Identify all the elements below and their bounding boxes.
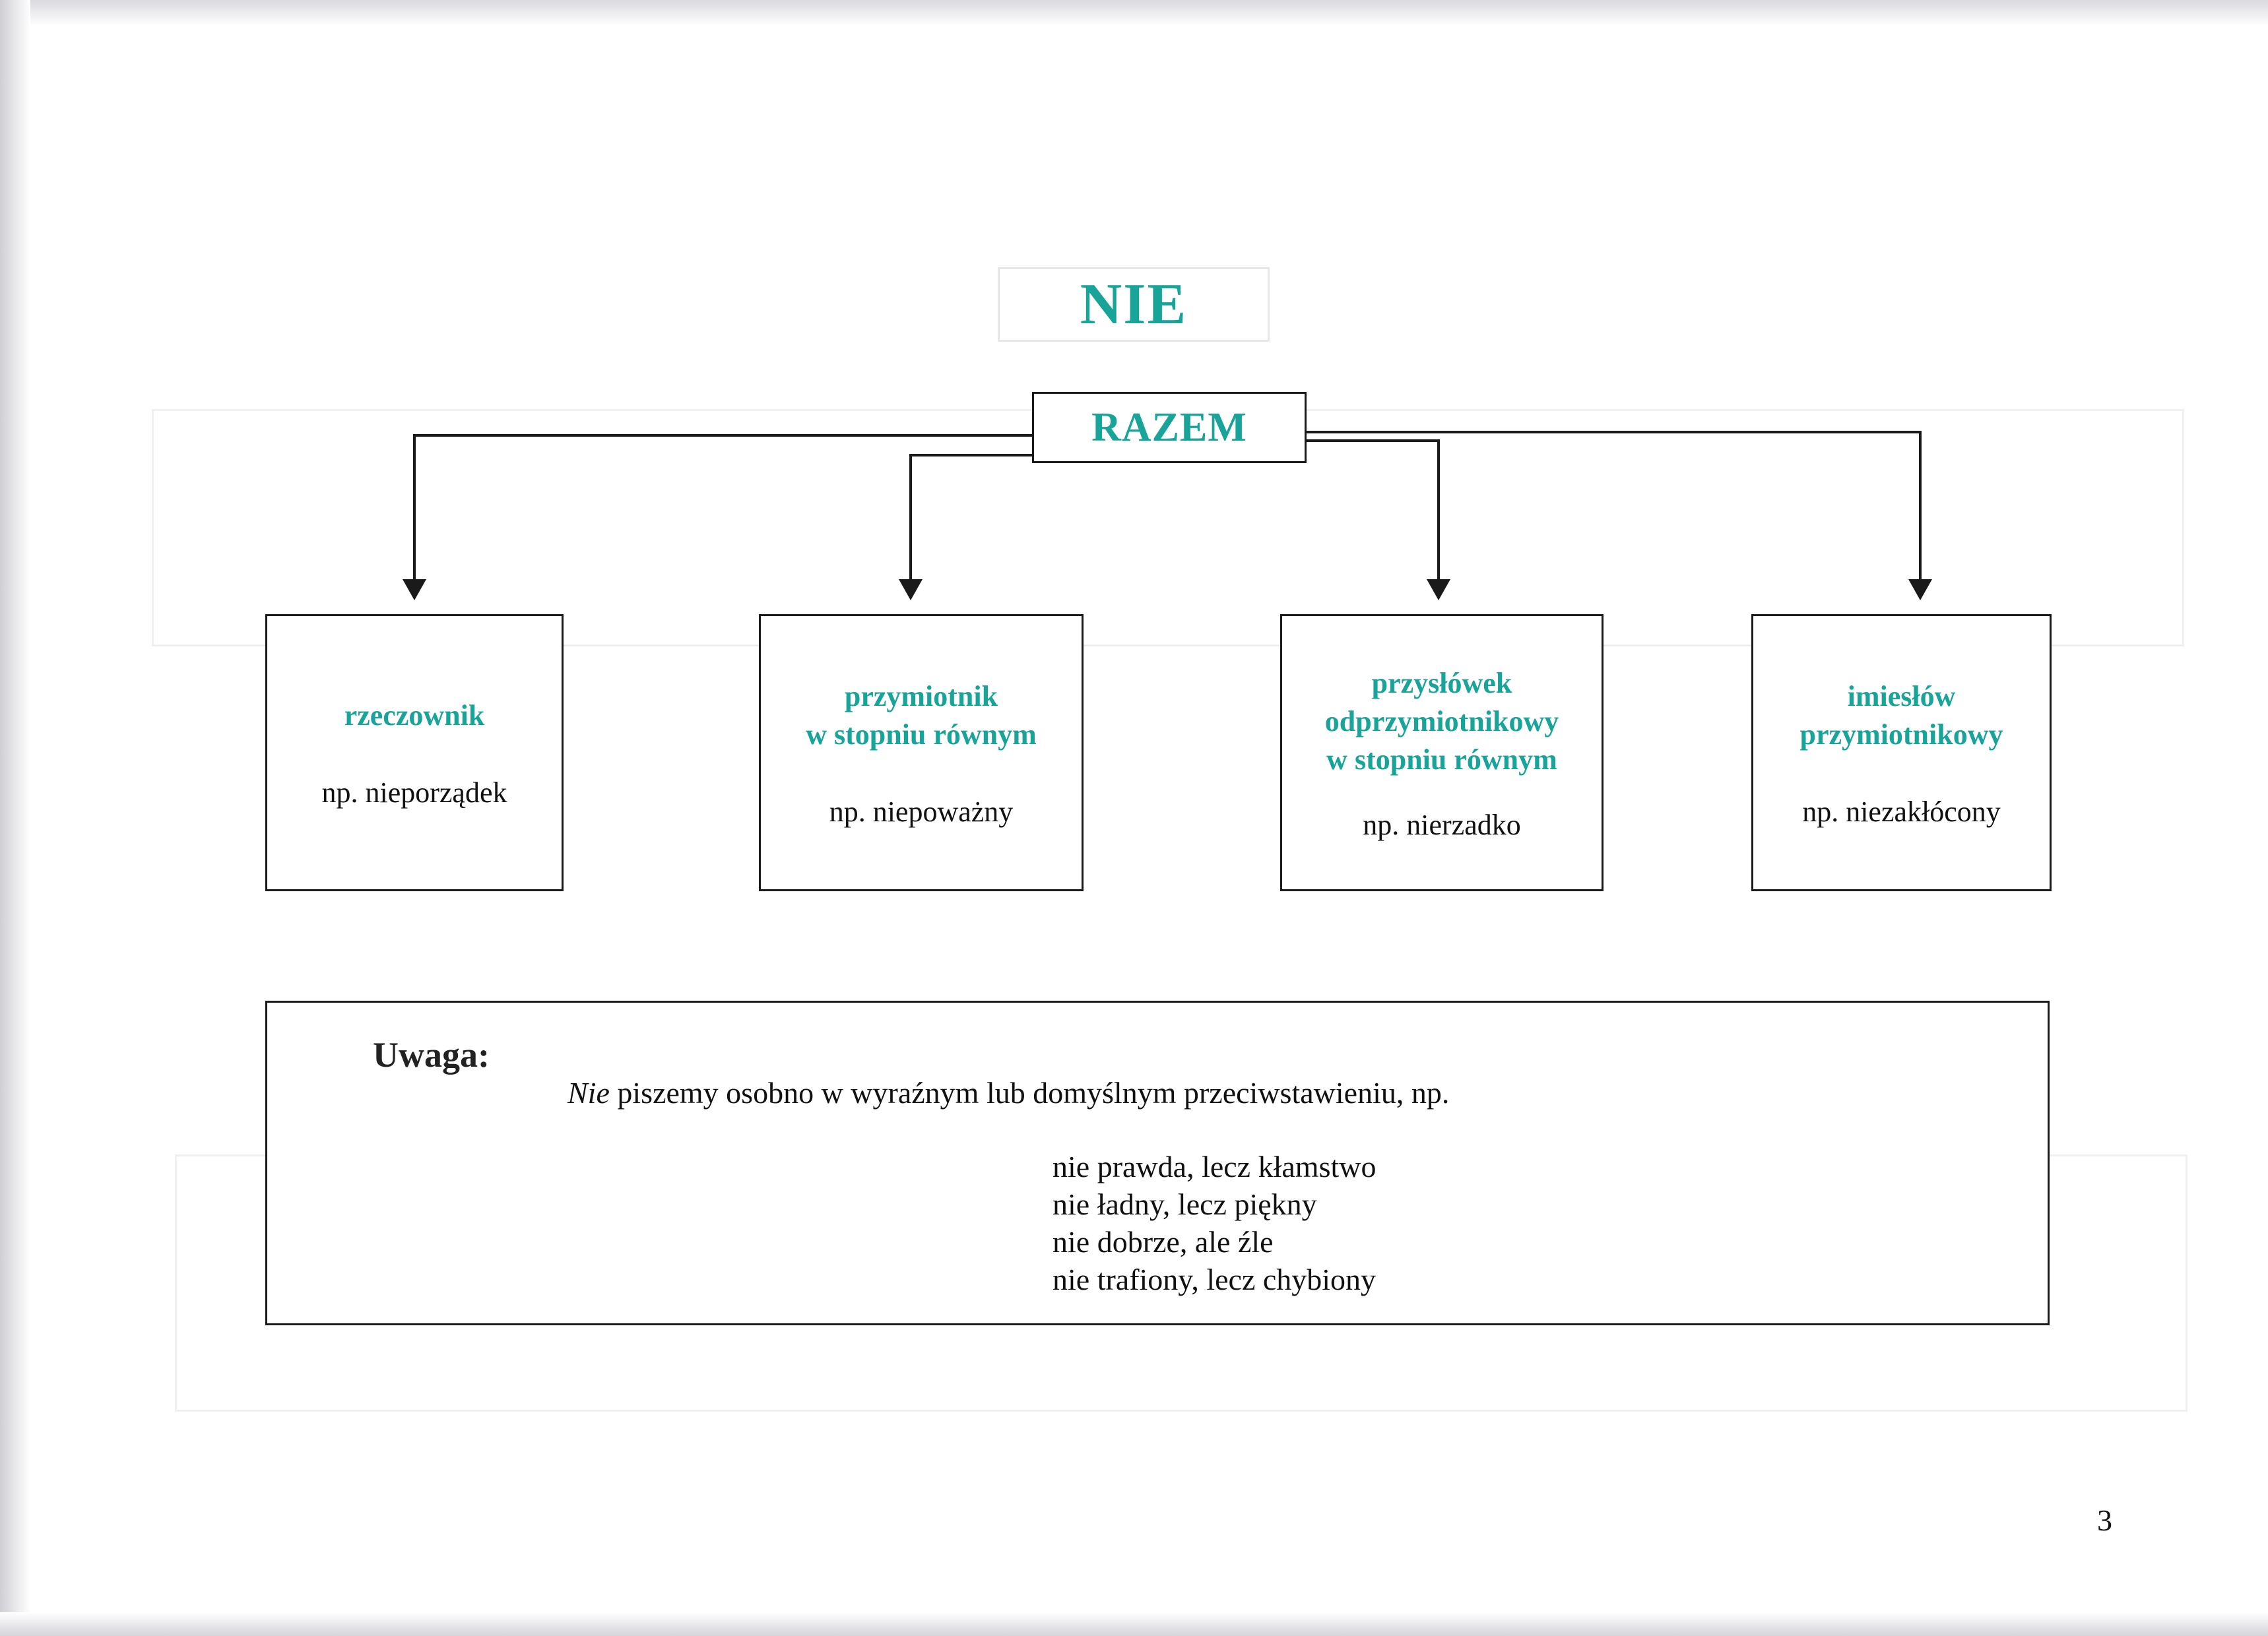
note-example-item: nie ładny, lecz piękny [1053, 1187, 1317, 1221]
category-box-rzeczownik: rzeczownik np. nieporządek [265, 614, 564, 891]
page-shadow-left [0, 0, 30, 1636]
page-shadow-bottom [0, 1612, 2268, 1636]
category-name: przymiotnik w stopniu równym [806, 679, 1037, 751]
category-box-przyslowek: przysłówek odprzymiotnikowy w stopniu ró… [1280, 614, 1604, 891]
connector-to-rzeczownik [413, 434, 1032, 581]
arrowhead-przymiotnik [899, 579, 923, 600]
note-example-item: nie prawda, lecz kłamstwo [1053, 1150, 1377, 1183]
category-example: np. niezakłócony [1802, 795, 2001, 828]
note-example-item: nie dobrze, ale źle [1053, 1225, 1274, 1259]
note-example-item: nie trafiony, lecz chybiony [1053, 1263, 1377, 1296]
connector-to-imieslow [1307, 431, 1922, 581]
category-name: rzeczownik [344, 699, 485, 732]
diagram-title-box: NIE [998, 267, 1270, 342]
category-example: np. nierzadko [1363, 808, 1521, 841]
root-node-label: RAZEM [1091, 404, 1247, 450]
note-text-italic: Nie [567, 1076, 610, 1110]
category-box-imieslow: imiesłów przymiotnikowy np. niezakłócony [1751, 614, 2052, 891]
page-number: 3 [2097, 1503, 2112, 1537]
page-shadow-top [0, 0, 2268, 26]
category-example: np. nieporządek [321, 776, 507, 809]
diagram-title: NIE [1080, 272, 1188, 336]
category-name: przysłówek odprzymiotnikowy w stopniu ró… [1324, 666, 1559, 776]
connector-to-przymiotnik [909, 454, 1070, 581]
arrowhead-imieslow [1908, 579, 1932, 600]
note-examples: nie prawda, lecz kłamstwo nie ładny, lec… [1053, 1148, 1376, 1298]
note-text-rest: piszemy osobno w wyraźnym lub domyślnym … [609, 1076, 1450, 1110]
category-name: imiesłów przymiotnikowy [1799, 679, 2003, 751]
note-text: Nie piszemy osobno w wyraźnym lub domyśl… [567, 1075, 1449, 1110]
connector-to-przyslowek [1307, 439, 1440, 581]
category-example: np. niepoważny [829, 795, 1014, 828]
note-box: Uwaga: Nie piszemy osobno w wyraźnym lub… [265, 1001, 2050, 1325]
arrowhead-rzeczownik [403, 579, 426, 600]
category-box-przymiotnik: przymiotnik w stopniu równym np. niepowa… [759, 614, 1084, 891]
root-node-razem: RAZEM [1032, 392, 1307, 463]
arrowhead-przyslowek [1427, 579, 1450, 600]
note-heading: Uwaga: [373, 1035, 490, 1075]
